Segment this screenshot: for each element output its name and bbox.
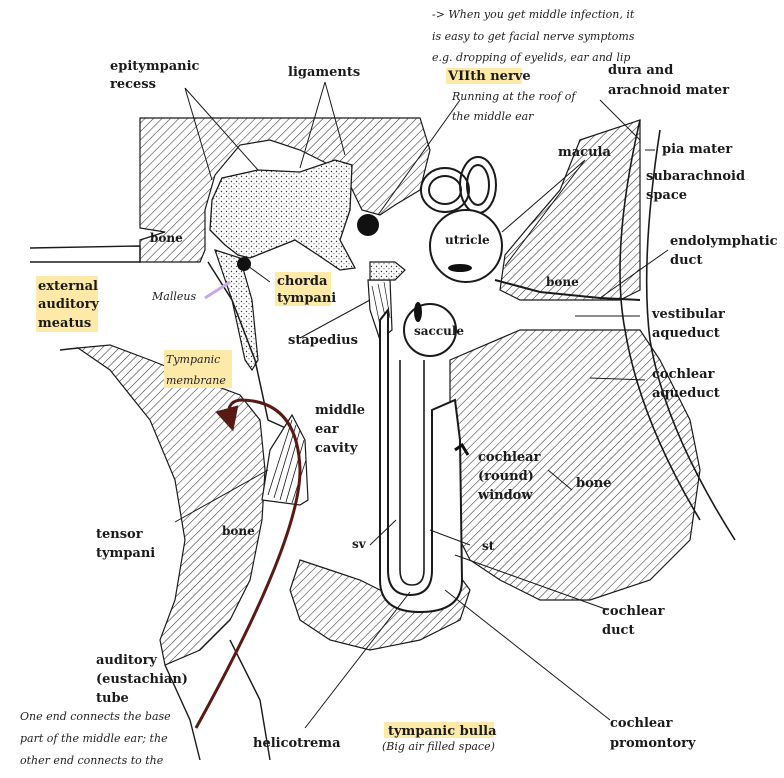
label-bone-inner: bone [546, 275, 579, 289]
pia-mater-line [645, 129, 736, 541]
label-bone-right: bone [576, 476, 611, 491]
eustachian-tube-wall [164, 639, 271, 761]
label-sv: sv [352, 537, 367, 551]
note-vii-running: Running at the roof of the middle ear [451, 90, 579, 123]
bone-left-lower [76, 344, 266, 666]
highlights [36, 68, 522, 738]
label-bone-left: bone [150, 231, 183, 245]
leader-lines [174, 81, 669, 729]
label-vestibular-aqueduct: vestibular aqueduct [651, 307, 729, 341]
annotation-arrow [194, 398, 302, 729]
label-subarachnoid: subarachnoid space [646, 169, 750, 203]
label-cochlear-aqueduct: cochlear aqueduct [652, 367, 720, 401]
label-utricle: utricle [445, 233, 490, 247]
endolymphatic-duct [494, 279, 641, 301]
label-endolymphatic-duct: endolymphatic duct [670, 234, 782, 268]
malleus-pointer [204, 280, 231, 300]
label-tensor-tympani: tensor tympani [96, 527, 155, 561]
stapes [369, 261, 406, 281]
external-meatus-wall-lower [59, 347, 79, 351]
note-middle-infection: -> When you get middle infection, it is … [432, 8, 638, 64]
label-vii-nerve: VIIth nerve [447, 69, 531, 84]
bone-right-upper [499, 119, 641, 301]
label-ligaments: ligaments [288, 65, 360, 80]
note-tube: One end connects the base part of the mi… [20, 710, 174, 767]
label-dura-arachnoid: dura and arachnoid mater [608, 63, 729, 98]
label-cochlear-duct: cochlear duct [602, 604, 669, 638]
label-pia-mater: pia mater [662, 142, 732, 157]
chorda-tympani-section [237, 257, 251, 271]
label-st: st [482, 539, 495, 553]
dura-mater-line [619, 119, 701, 521]
label-external-auditory-meatus: external auditory meatus [38, 279, 104, 331]
cochlear-duct [399, 360, 425, 586]
note-bulla: (Big air filled space) [382, 740, 495, 753]
label-stapedius: stapedius [288, 333, 358, 348]
label-auditory-tube: auditory (eustachian) tube [96, 653, 192, 706]
cochlea-outer [379, 307, 464, 614]
label-middle-ear-cavity: middle ear cavity [315, 403, 370, 456]
semicircular-canals [420, 156, 497, 214]
label-cochlear-promontory: cochlear promontory [610, 716, 696, 751]
round-window [454, 442, 470, 456]
facial-nerve-section [357, 214, 379, 236]
note-malleus: Malleus [151, 290, 196, 303]
label-helicotrema: helicotrema [253, 736, 341, 751]
label-chorda-tympani: chorda tympani [277, 274, 336, 306]
macula-utricle [448, 264, 472, 272]
label-cochlear-window: cochlear (round) window [477, 450, 545, 503]
label-epitympanic-recess: epitympanic recess [110, 59, 204, 92]
utricle [429, 209, 503, 283]
label-bone-mid: bone [222, 524, 255, 538]
ossicles [209, 159, 357, 271]
label-tympanic-bulla: tympanic bulla [388, 724, 497, 739]
label-macula: macula [558, 145, 611, 160]
label-saccule: saccule [414, 324, 464, 338]
macula-saccule [414, 302, 422, 322]
note-tympanic-membrane: Tympanic membrane [166, 353, 226, 387]
external-meatus-wall-upper [29, 245, 141, 263]
